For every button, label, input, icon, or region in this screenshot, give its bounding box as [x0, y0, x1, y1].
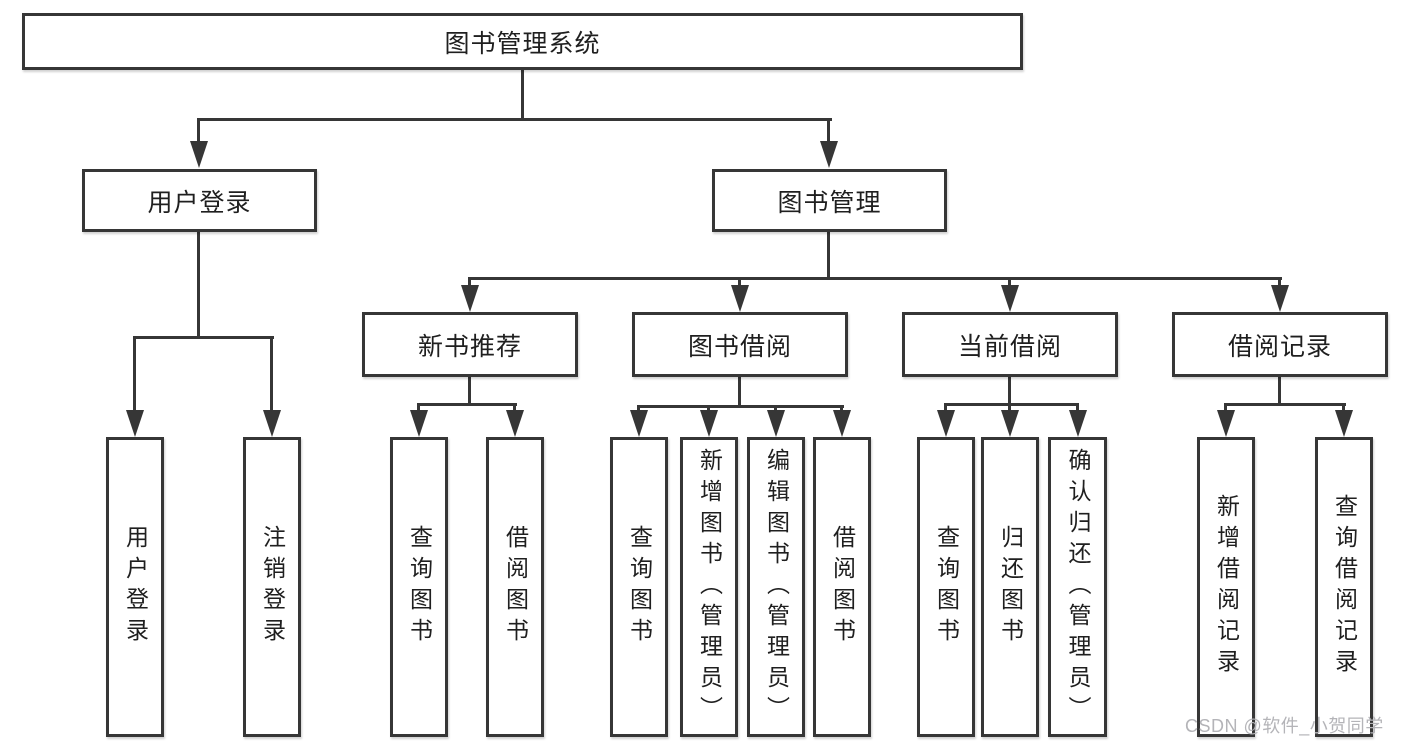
leaf-label: 编辑图书（管理员） [763, 447, 790, 727]
leaf-add-borrow-record: 新增借阅记录 [1197, 437, 1255, 737]
leaf-label: 注销登录 [259, 525, 286, 649]
leaf-label: 归还图书 [997, 525, 1024, 649]
connector-drop [1342, 406, 1345, 413]
arrowhead-book-borrow [731, 285, 749, 312]
leaf-label: 查询图书 [626, 525, 653, 649]
csdn-watermark: CSDN @软件_小贺同学 [1185, 716, 1384, 736]
node-label: 借阅记录 [1227, 332, 1332, 361]
connector-drop-login-leaf [133, 339, 136, 413]
arrowhead [410, 410, 428, 437]
arrowhead [1217, 410, 1235, 437]
connector-current-borrow-stem [1008, 377, 1011, 403]
arrowhead [767, 410, 785, 437]
connector-drop-book-borrow [738, 280, 741, 288]
connector-borrow-records-bar [1224, 403, 1346, 406]
arrowhead-user-login [190, 141, 208, 168]
arrowhead-current-borrow [1001, 285, 1019, 312]
node-root-library-management-system: 图书管理系统 [22, 13, 1023, 70]
connector-book-borrow-bar [637, 405, 844, 408]
connector-drop-user-login [197, 121, 200, 143]
leaf-return-books: 归还图书 [981, 437, 1039, 737]
leaf-label: 查询借阅记录 [1331, 494, 1358, 680]
connector-user-login-bar [133, 336, 274, 339]
leaf-query-books-current: 查询图书 [917, 437, 975, 737]
leaf-borrow-books: 借阅图书 [813, 437, 871, 737]
leaf-query-borrow-record: 查询借阅记录 [1315, 437, 1373, 737]
leaf-query-books-recommend: 查询图书 [390, 437, 448, 737]
leaf-label: 确认归还（管理员） [1065, 447, 1091, 727]
node-new-book-recommendation: 新书推荐 [362, 312, 578, 377]
leaf-query-books-borrowing: 查询图书 [610, 437, 668, 737]
arrowhead [1001, 410, 1019, 437]
connector-drop [417, 406, 420, 413]
arrowhead-borrow-records [1271, 285, 1289, 312]
arrowhead-book-management [820, 141, 838, 168]
node-label: 图书管理系统 [444, 29, 601, 58]
arrowhead-new-book [461, 285, 479, 312]
leaf-user-login: 用户登录 [106, 437, 164, 737]
connector-drop-borrow-records [1278, 280, 1281, 288]
connector-drop [944, 406, 947, 413]
node-book-management: 图书管理 [712, 169, 947, 232]
connector-drop [1008, 406, 1011, 413]
leaf-confirm-return-admin: 确认归还（管理员） [1048, 437, 1107, 737]
connector-book-mgmt-stem [827, 232, 830, 277]
node-book-borrowing: 图书借阅 [632, 312, 848, 377]
leaf-logout: 注销登录 [243, 437, 301, 737]
connector-root-stem [521, 70, 524, 118]
connector-borrow-records-stem [1278, 377, 1281, 403]
arrowhead [937, 410, 955, 437]
leaf-label: 借阅图书 [829, 525, 856, 649]
node-label: 图书管理 [777, 188, 882, 217]
connector-drop [1224, 406, 1227, 413]
arrowhead [1069, 410, 1087, 437]
leaf-label: 查询图书 [933, 525, 960, 649]
arrowhead-logout-leaf [263, 410, 281, 437]
leaf-label: 查询图书 [406, 525, 433, 649]
connector-drop [513, 406, 516, 413]
connector-book-mgmt-bar [468, 277, 1282, 280]
arrowhead-login-leaf [126, 410, 144, 437]
connector-new-book-bar [417, 403, 517, 406]
node-label: 当前借阅 [957, 332, 1062, 361]
leaf-label: 新增图书（管理员） [696, 447, 723, 727]
connector-drop [1076, 406, 1079, 413]
arrowhead [1335, 410, 1353, 437]
node-label: 新书推荐 [417, 332, 522, 361]
node-label: 图书借阅 [687, 332, 792, 361]
arrowhead [630, 410, 648, 437]
node-current-borrowing: 当前借阅 [902, 312, 1118, 377]
node-borrowing-records: 借阅记录 [1172, 312, 1388, 377]
leaf-label: 用户登录 [122, 525, 149, 649]
leaf-borrow-books-recommend: 借阅图书 [486, 437, 544, 737]
node-label: 用户登录 [147, 188, 252, 217]
node-user-login: 用户登录 [82, 169, 317, 232]
connector-drop-new-book [468, 280, 471, 288]
leaf-edit-books-admin: 编辑图书（管理员） [747, 437, 805, 737]
leaf-add-books-admin: 新增图书（管理员） [680, 437, 738, 737]
connector-current-borrow-bar [944, 403, 1079, 406]
arrowhead [833, 410, 851, 437]
connector-drop-current-borrow [1008, 280, 1011, 288]
connector-user-login-stem [197, 232, 200, 336]
leaf-label: 借阅图书 [502, 525, 529, 649]
leaf-label: 新增借阅记录 [1213, 494, 1240, 680]
connector-drop-logout-leaf [270, 339, 273, 413]
connector-root-bar [197, 118, 832, 121]
arrowhead [700, 410, 718, 437]
connector-drop-book-management [827, 121, 830, 143]
connector-new-book-stem [468, 377, 471, 403]
arrowhead [506, 410, 524, 437]
connector-book-borrow-stem [738, 377, 741, 405]
